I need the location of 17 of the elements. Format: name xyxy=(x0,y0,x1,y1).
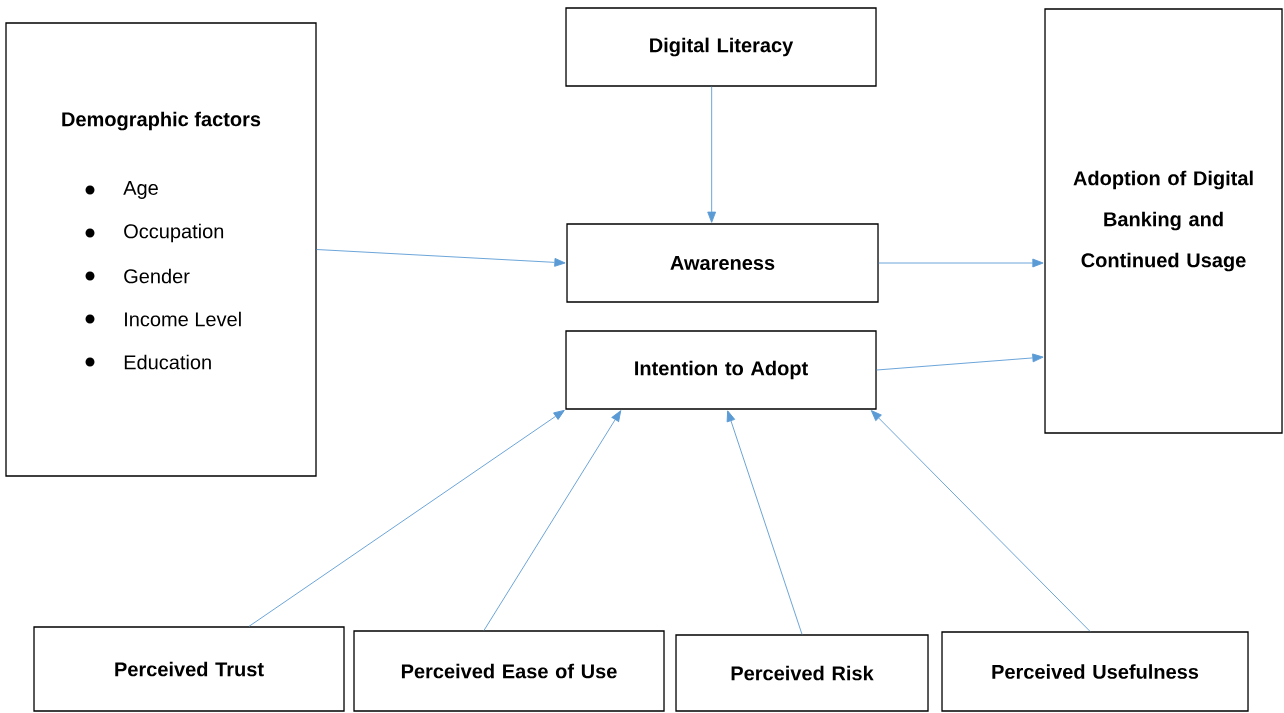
concept-box: Awareness xyxy=(566,223,879,303)
arrow xyxy=(316,249,566,267)
concept-box: Digital Literacy xyxy=(565,7,877,87)
arrow xyxy=(870,410,1091,632)
arrow xyxy=(248,409,565,627)
factor-box: Demographic factors Age Occupation Gender Income Level Education xyxy=(5,22,317,477)
arrow xyxy=(876,353,1044,371)
arrow xyxy=(483,410,622,631)
arrow xyxy=(726,410,803,635)
concept-box: Intention to Adopt xyxy=(565,330,877,410)
concept-box: Perceived Ease of Use xyxy=(353,630,665,712)
concept-box: Adoption of Digital Banking and Continued Usage xyxy=(1044,8,1283,434)
arrow xyxy=(707,86,717,223)
concept-box: Perceived Usefulness xyxy=(941,631,1249,712)
concept-box: Perceived Risk xyxy=(675,634,929,712)
arrow xyxy=(878,258,1044,268)
concept-box: Perceived Trust xyxy=(33,626,345,712)
